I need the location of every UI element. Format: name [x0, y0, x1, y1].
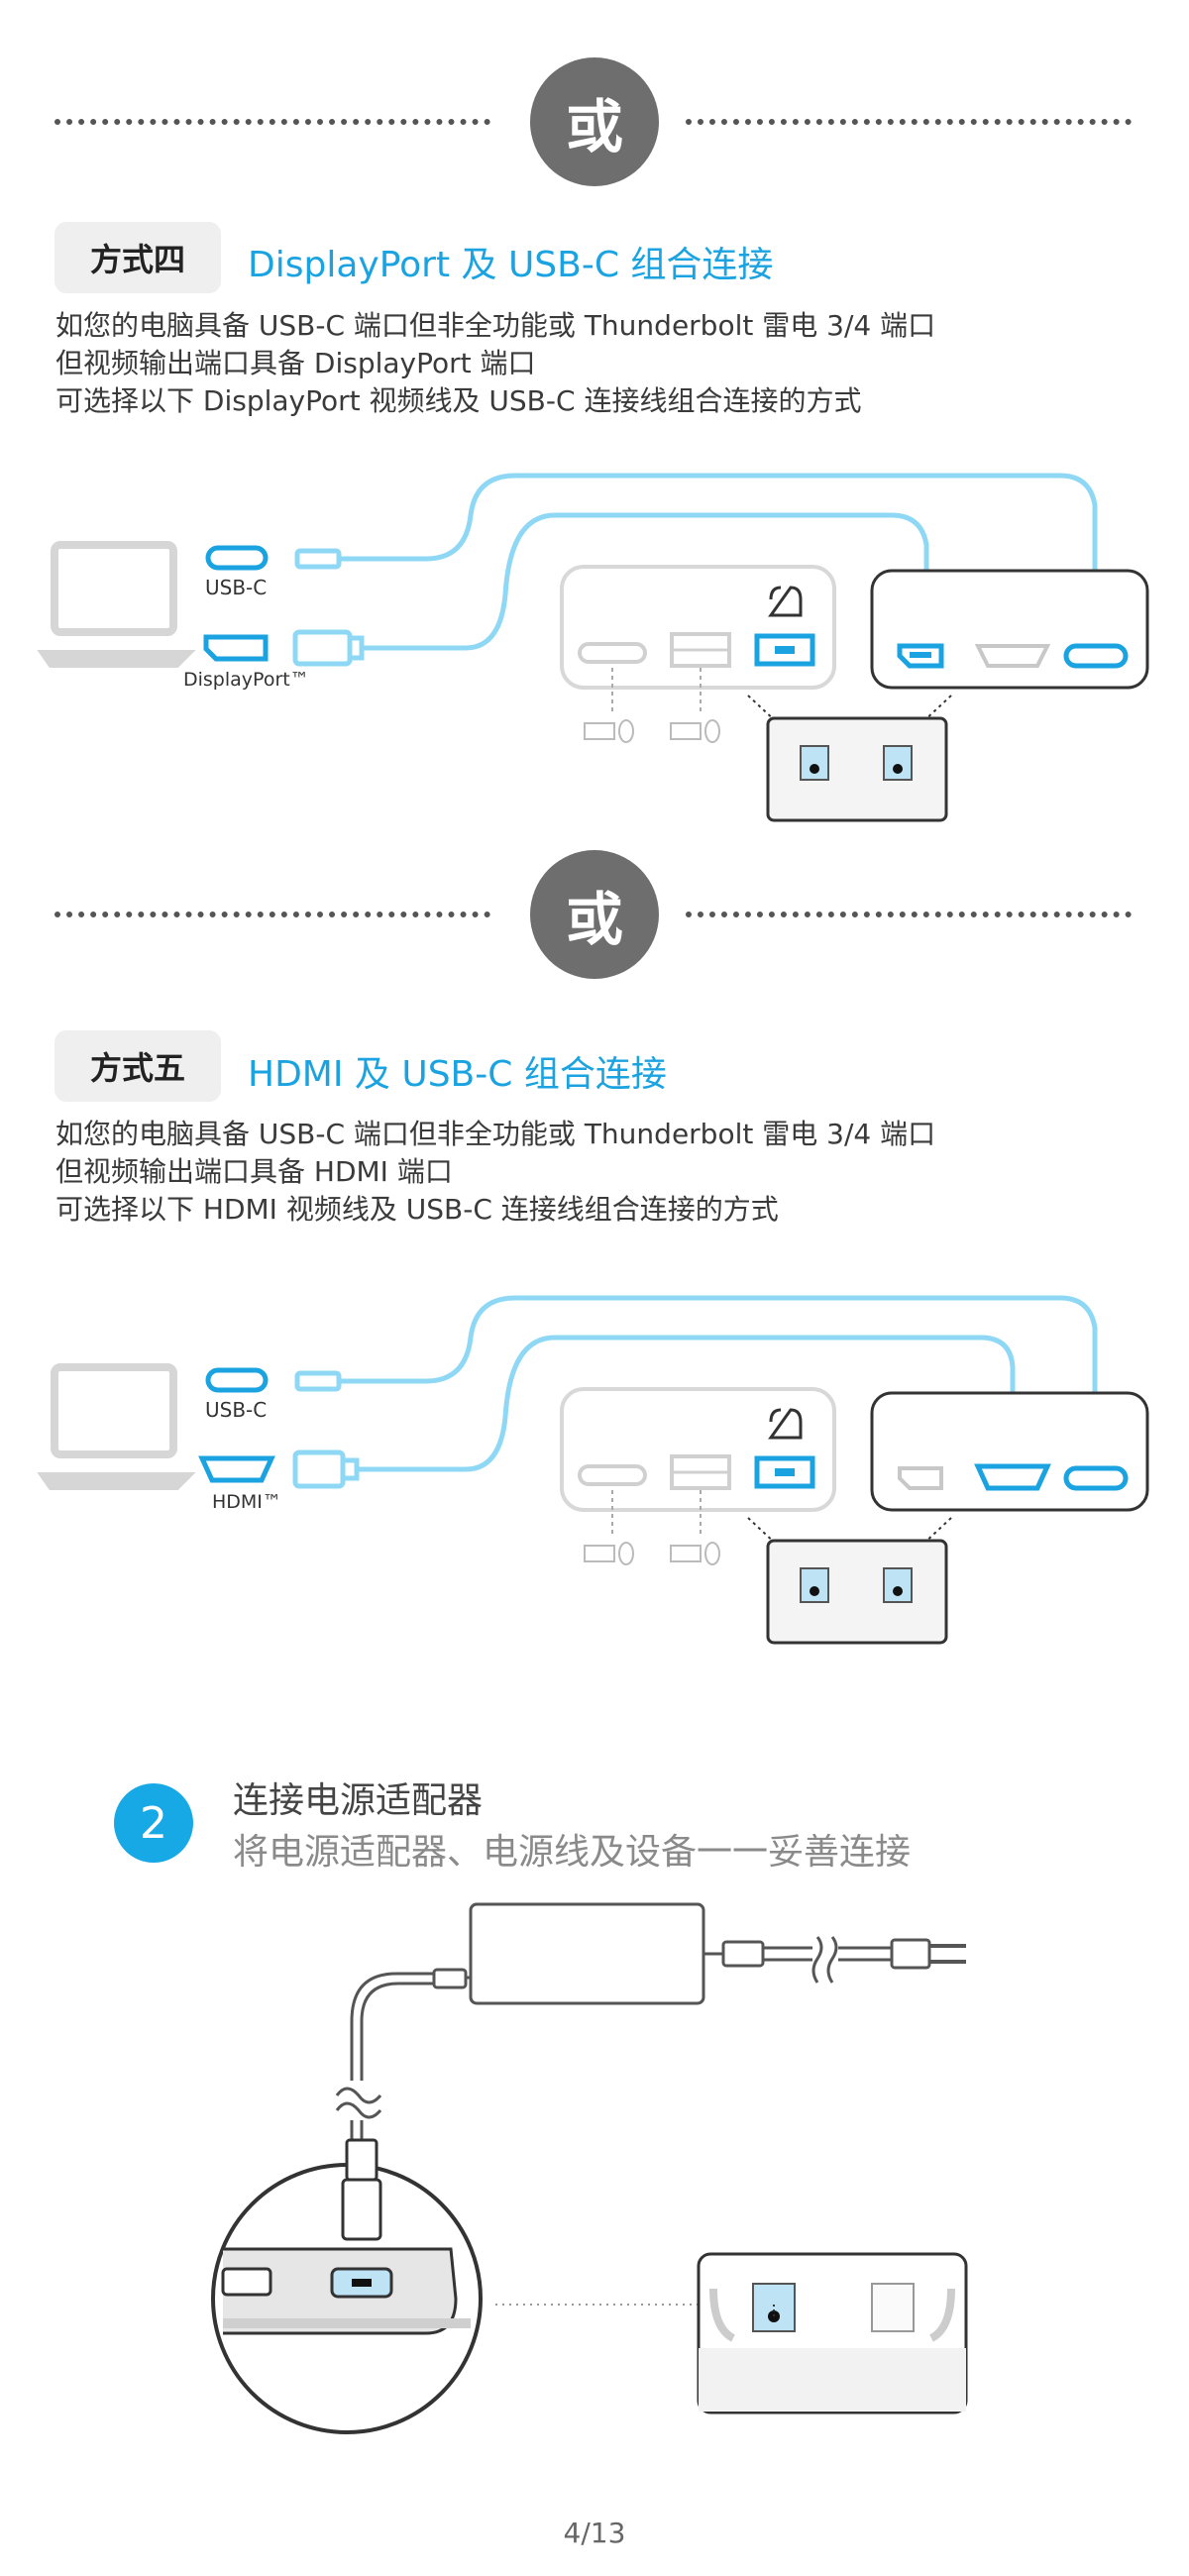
hdmi-port-icon: [198, 1455, 275, 1483]
or-badge: 或: [530, 57, 659, 186]
usb-c-port-icon: [205, 1367, 269, 1393]
port-label-usbc: USB-C: [205, 1398, 267, 1422]
usb-c-port-icon: [205, 545, 269, 571]
separator-dots-left: [54, 119, 490, 125]
method5-connection-diagram: USB-C HDMI™: [37, 1295, 1149, 1645]
or-badge: 或: [530, 850, 659, 979]
method5-desc-line: 如您的电脑具备 USB-C 端口但非全功能或 Thunderbolt 雷电 3/…: [55, 1118, 936, 1150]
method5-title: HDMI 及 USB-C 组合连接: [248, 1054, 667, 1095]
method5-desc-line: 但视频输出端口具备 HDMI 端口: [55, 1155, 453, 1188]
method4-desc-line: 可选择以下 DisplayPort 视频线及 USB-C 连接线组合连接的方式: [55, 384, 862, 417]
monitor-ports-panel: [870, 1391, 1149, 1512]
page-number: 4/13: [563, 2517, 626, 2549]
power-adapter-icon: [469, 1902, 705, 2005]
method5-desc-line: 可选择以下 HDMI 视频线及 USB-C 连接线组合连接的方式: [55, 1193, 779, 1226]
method4-tag: 方式四: [54, 222, 221, 293]
method5-tag: 方式五: [54, 1030, 221, 1102]
dc-power-cord: [335, 1968, 471, 2200]
laptop-icon: [37, 541, 196, 668]
step-title: 连接电源适配器: [233, 1780, 484, 1821]
method4-desc-line: 如您的电脑具备 USB-C 端口但非全功能或 Thunderbolt 雷电 3/…: [55, 309, 936, 342]
method4-title: DisplayPort 及 USB-C 组合连接: [248, 245, 774, 285]
port-label-displayport: DisplayPort™: [183, 669, 309, 691]
step-subtitle: 将电源适配器、电源线及设备一一妥善连接: [233, 1832, 912, 1873]
separator-dots-left: [54, 912, 490, 917]
ac-power-cord: [703, 1936, 966, 1984]
dock-underside-zoom: [747, 1517, 952, 1645]
port-label-usbc: USB-C: [205, 576, 267, 599]
displayport-port-icon: [203, 634, 269, 662]
method4-desc-line: 但视频输出端口具备 DisplayPort 端口: [55, 347, 536, 379]
power-adapter-diagram: [211, 1902, 968, 2434]
separator-dots-right: [686, 912, 1132, 917]
dock-underside-zoom: [747, 695, 952, 822]
dock-body: [560, 1387, 836, 1565]
dock-power-port-zoom: [211, 2138, 483, 2434]
laptop-icon: [37, 1363, 196, 1490]
method4-connection-diagram: USB-C DisplayPort™: [37, 473, 1149, 822]
method5-description: 如您的电脑具备 USB-C 端口但非全功能或 Thunderbolt 雷电 3/…: [55, 1116, 935, 1229]
monitor-underside-zoom: [697, 2252, 968, 2415]
dock-body: [560, 565, 836, 743]
separator-dots-right: [686, 119, 1132, 125]
monitor-ports-panel: [870, 569, 1149, 690]
port-label-hdmi: HDMI™: [212, 1491, 281, 1513]
step-number-badge: 2: [114, 1783, 193, 1863]
method4-description: 如您的电脑具备 USB-C 端口但非全功能或 Thunderbolt 雷电 3/…: [55, 307, 935, 420]
